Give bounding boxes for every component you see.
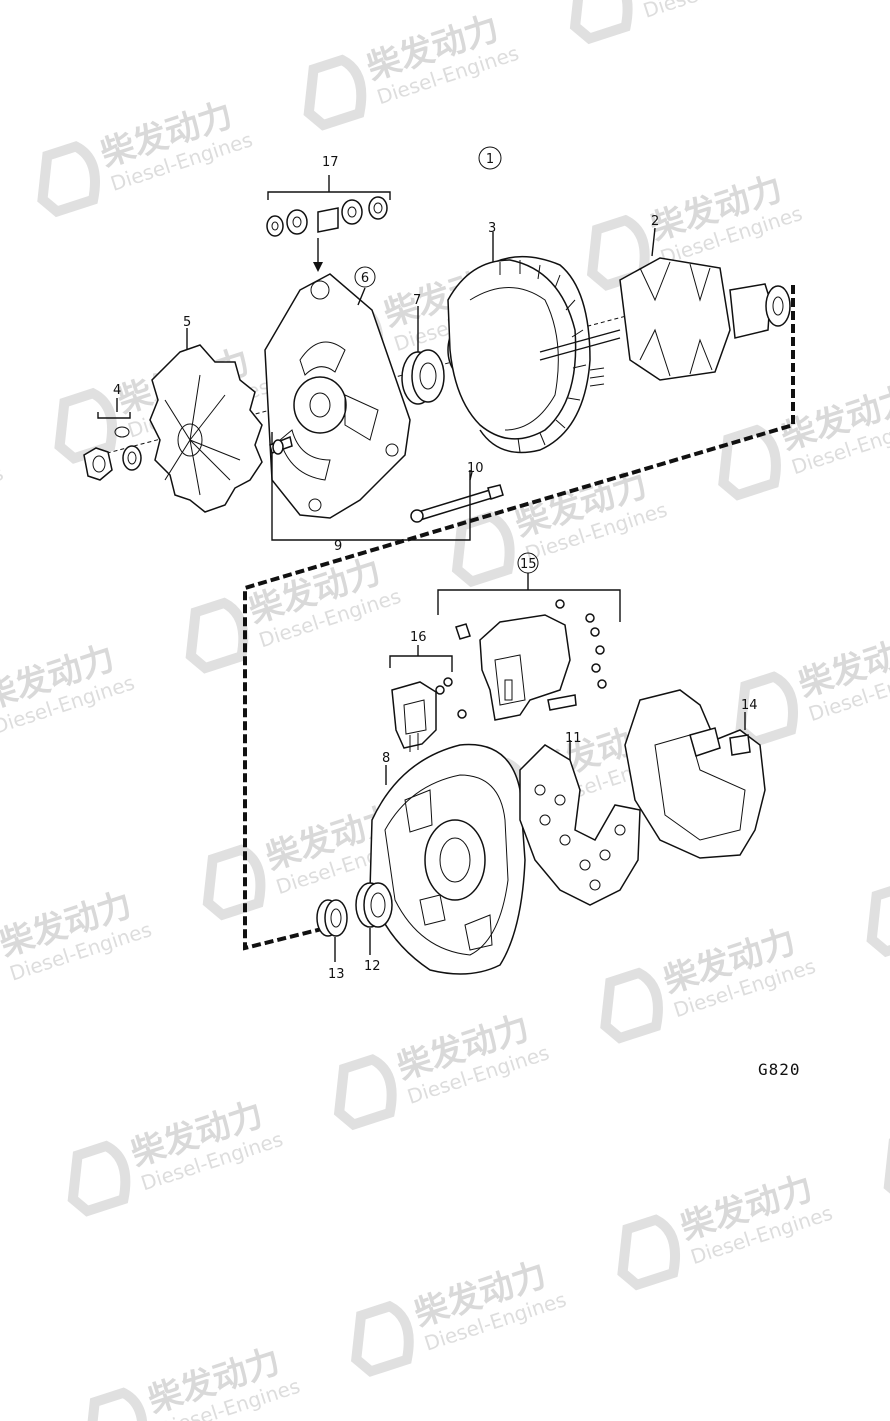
callout-10: 10 <box>467 461 484 476</box>
watermark-tile: 柴发动力 Diesel-Engines <box>735 625 890 748</box>
part-12-ring <box>355 882 393 955</box>
callout-15: 15 <box>520 557 537 572</box>
part-6-drive-end-shield <box>264 273 411 519</box>
watermark-brand-en: Diesel-Engines <box>640 0 788 23</box>
part-13-bearing <box>316 899 348 962</box>
part-11-rectifier <box>519 740 641 906</box>
part-4-nut-washer <box>83 398 142 481</box>
watermark-tile: 柴发动力 Diesel-Engines <box>0 885 155 986</box>
part-17-bushing-kit <box>266 175 391 272</box>
callout-11: 11 <box>565 731 582 746</box>
group-label: 1 <box>486 152 494 167</box>
part-14-cover <box>624 689 766 859</box>
part-10-through-bolt <box>410 484 504 523</box>
watermark-tile: 柴发动力 Diesel-Engines <box>351 1255 569 1377</box>
watermark-tile: 柴发动力 Diesel-Engines <box>67 1094 286 1217</box>
callout-labels: 17 2 3 6 7 5 4 10 9 15 16 14 11 8 13 12 <box>113 155 758 982</box>
callout-13: 13 <box>328 967 345 982</box>
callout-7: 7 <box>413 293 421 308</box>
callout-16: 16 <box>410 630 427 645</box>
watermark-tile: 柴发动力 Diesel-Engines <box>0 461 6 529</box>
part-7-bearing <box>401 349 445 405</box>
watermark-tile: 柴发动力 Diesel-Engines <box>569 0 788 45</box>
part-16-brush-holder <box>389 645 467 752</box>
part-8-slip-ring-end-shield <box>369 743 526 975</box>
watermark-tile: 柴发动力 Diesel-Engines <box>0 638 137 739</box>
watermark-tile: 柴发动力 Diesel-Engines <box>451 465 670 588</box>
callout-4: 4 <box>113 383 121 398</box>
watermark-tile: 柴发动力 Diesel-Engines <box>303 8 522 131</box>
watermark-tile: 柴发动力 Diesel-Engines <box>883 1127 890 1204</box>
watermark-tile: 柴发动力 Diesel-Engines <box>866 881 890 958</box>
callout-6-circled: 6 <box>354 266 376 288</box>
watermark-tile: 柴发动力 Diesel-Engines <box>718 378 890 501</box>
watermark-tile: 柴发动力 Diesel-Engines <box>333 1008 552 1131</box>
watermark-tile: 柴发动力 Diesel-Engines <box>84 1341 303 1421</box>
watermark-brand-en: Diesel-Engines <box>0 461 6 529</box>
callout-5: 5 <box>183 315 191 330</box>
callout-17: 17 <box>322 155 339 170</box>
watermark-tile: 柴发动力 Diesel-Engines <box>600 921 818 1044</box>
watermark-tile: 柴发动力 Diesel-Engines <box>617 1168 836 1291</box>
callout-2: 2 <box>651 214 659 229</box>
callout-6: 6 <box>361 271 369 286</box>
group-marker: 1 <box>478 146 502 170</box>
callout-3: 3 <box>488 221 496 236</box>
watermark-tile: 柴发动力 Diesel-Engines <box>37 95 255 218</box>
watermark-tile: 柴发动力 Diesel-Engines <box>185 551 404 674</box>
callout-12: 12 <box>364 959 381 974</box>
part-9-screw <box>269 432 471 541</box>
part-15-regulator-assembly <box>437 552 621 721</box>
leader-lines <box>186 227 656 481</box>
callout-14: 14 <box>741 698 758 713</box>
callout-8: 8 <box>382 751 390 766</box>
part-3-stator <box>447 255 605 454</box>
part-2-rotor <box>539 257 791 381</box>
drawing-code: G820 <box>758 1060 801 1079</box>
part-5-fan <box>149 344 263 513</box>
callout-9: 9 <box>334 539 342 554</box>
